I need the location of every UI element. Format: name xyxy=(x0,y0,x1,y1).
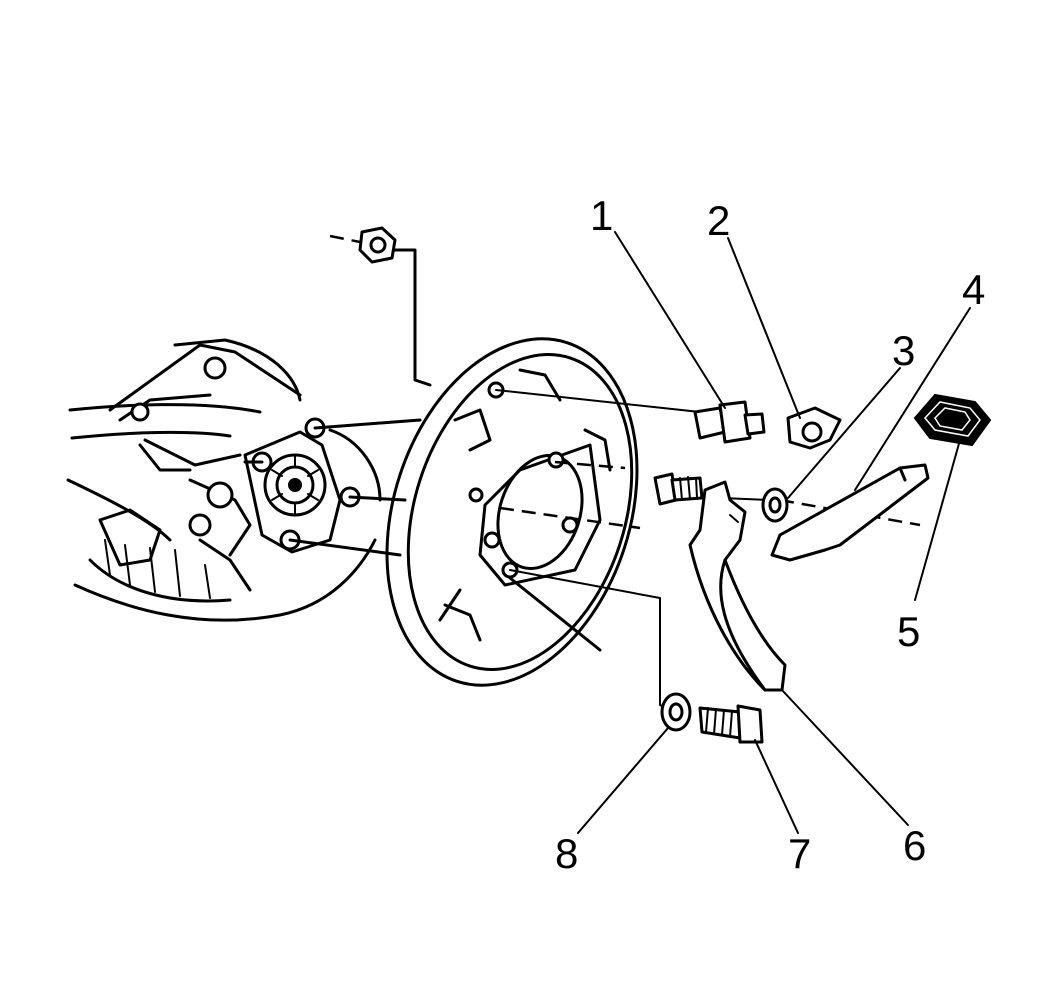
shoe-bolt xyxy=(653,472,704,506)
part-7-bolt xyxy=(698,704,764,744)
part-4-lever xyxy=(770,463,930,562)
part-1-adjuster-stud xyxy=(693,400,766,444)
callout-2: 2 xyxy=(707,197,730,244)
leader-lines xyxy=(577,231,971,834)
part-3-washer xyxy=(761,487,789,523)
backing-plate xyxy=(385,337,639,687)
callout-1: 1 xyxy=(590,192,613,239)
top-nut xyxy=(358,226,397,264)
callout-7: 7 xyxy=(788,830,811,877)
axle-housing xyxy=(66,338,382,622)
callout-5: 5 xyxy=(897,608,920,655)
callout-4: 4 xyxy=(962,266,985,313)
part-5-pad xyxy=(913,393,992,447)
callout-8: 8 xyxy=(555,830,578,877)
part-6-brake-shoe xyxy=(688,480,787,692)
callout-6: 6 xyxy=(903,822,926,869)
callout-labels: 1 2 3 4 5 6 7 8 xyxy=(555,192,985,877)
part-2-wing-nut xyxy=(786,406,842,450)
part-8-washer xyxy=(660,692,692,732)
callout-3: 3 xyxy=(892,327,915,374)
